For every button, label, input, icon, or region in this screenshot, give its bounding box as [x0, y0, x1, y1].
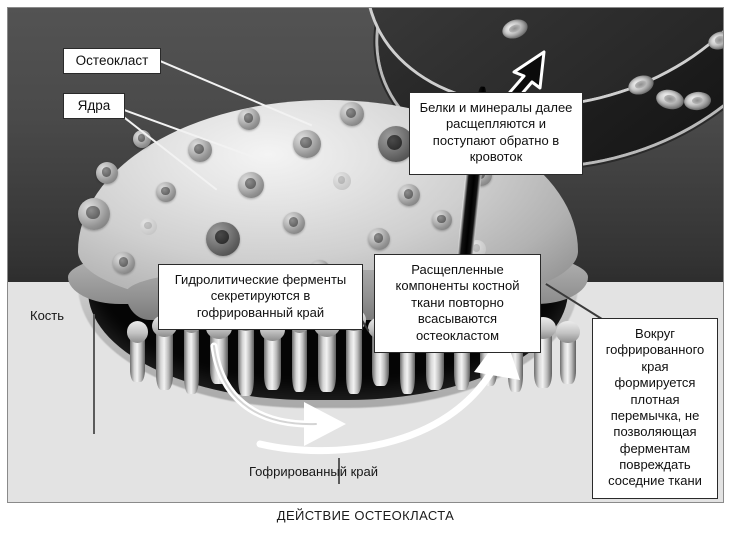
ruffled-border-villus: [152, 315, 177, 390]
nucleus: [340, 102, 364, 126]
nucleus: [140, 218, 157, 235]
nucleus: [188, 138, 212, 162]
label-nuclei: Ядра: [63, 93, 125, 119]
nucleus: [238, 172, 264, 198]
ruffled-border-villus: [126, 321, 149, 382]
label-osteoclast: Остеокласт: [63, 48, 161, 74]
label-bone: Кость: [30, 308, 65, 323]
ruffled-border-villus: [556, 321, 580, 384]
leader-tick-ruffled-border: [338, 458, 340, 484]
nucleus: [206, 222, 240, 256]
callout-blood-return: Белки и минералы далее расщепляются и по…: [409, 92, 583, 175]
nucleus: [378, 126, 414, 162]
callout-resorption: Расщепленные компоненты костной ткани по…: [374, 254, 541, 353]
figure-caption: ДЕЙСТВИЕ ОСТЕОКЛАСТА: [276, 508, 455, 523]
nucleus: [238, 108, 260, 130]
label-ruffled-border: Гофрированный край: [249, 464, 379, 479]
figure-frame: Остеокласт Ядра Кость Гофрированный край…: [7, 7, 724, 503]
nucleus: [333, 172, 351, 190]
nucleus: [398, 184, 420, 206]
callout-sealing-zone: Вокруг гофрированного края формируется п…: [592, 318, 718, 499]
nucleus: [368, 228, 390, 250]
nucleus: [156, 182, 176, 202]
curved-arrow-down-right-icon: [210, 342, 346, 446]
nucleus: [283, 212, 305, 234]
nucleus: [432, 210, 452, 230]
nucleus: [96, 162, 118, 184]
leader-tick-bone: [93, 314, 95, 434]
callout-enzyme-secretion: Гидролитические ферменты секретируются в…: [158, 264, 363, 331]
nucleus: [78, 198, 110, 230]
nucleus: [113, 252, 135, 274]
curved-arrow-up-right-icon: [256, 332, 520, 455]
nucleus: [293, 130, 321, 158]
ruffled-border-villus: [180, 311, 203, 394]
